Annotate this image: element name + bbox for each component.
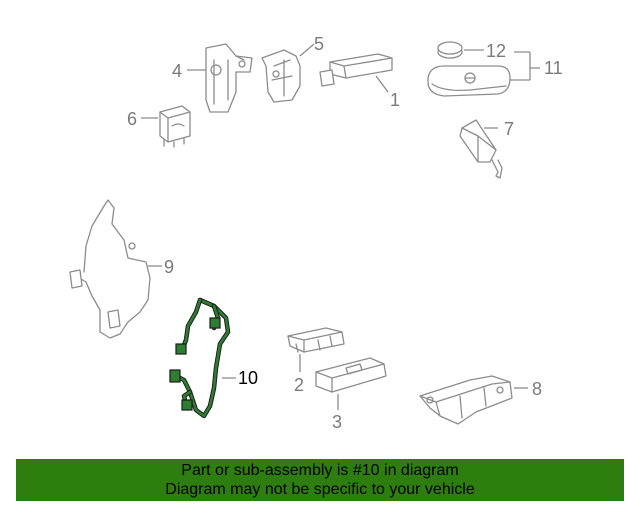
part-1-module[interactable] — [319, 53, 393, 87]
leader-1 — [375, 75, 389, 93]
callout-2[interactable]: 2 — [294, 375, 304, 395]
part-11-key-fob[interactable] — [427, 65, 511, 97]
part-8-bracket[interactable] — [419, 375, 513, 425]
info-banner: Part or sub-assembly is #10 in diagram D… — [16, 459, 624, 501]
banner-line-1: Part or sub-assembly is #10 in diagram — [181, 462, 459, 479]
part-5-bracket[interactable] — [261, 49, 301, 103]
callout-12[interactable]: 12 — [486, 41, 506, 61]
part-4-bracket[interactable] — [205, 43, 253, 113]
part-7-transmitter[interactable] — [459, 119, 503, 179]
parts-diagram: 4 5 1 11 12 6 7 — [69, 34, 563, 432]
part-3-module[interactable] — [315, 357, 387, 393]
callout-3[interactable]: 3 — [332, 412, 342, 432]
callout-10[interactable]: 10 — [238, 368, 258, 388]
banner-line-2: Diagram may not be specific to your vehi… — [165, 481, 475, 498]
callout-5[interactable]: 5 — [314, 34, 324, 54]
callout-9[interactable]: 9 — [164, 257, 174, 277]
part-10-wire-harness[interactable] — [169, 297, 231, 419]
part-2-bracket[interactable] — [287, 327, 345, 353]
callout-6[interactable]: 6 — [127, 109, 137, 129]
leader-11 — [510, 51, 540, 81]
part-12-battery[interactable] — [437, 41, 463, 59]
callout-11[interactable]: 11 — [544, 58, 563, 78]
callout-1[interactable]: 1 — [390, 90, 400, 110]
callout-7[interactable]: 7 — [504, 119, 514, 139]
callout-8[interactable]: 8 — [532, 379, 542, 399]
callout-4[interactable]: 4 — [172, 61, 182, 81]
part-9-antenna-wire[interactable] — [69, 199, 151, 339]
part-6-relay[interactable] — [159, 105, 191, 148]
leader-5 — [299, 43, 315, 57]
